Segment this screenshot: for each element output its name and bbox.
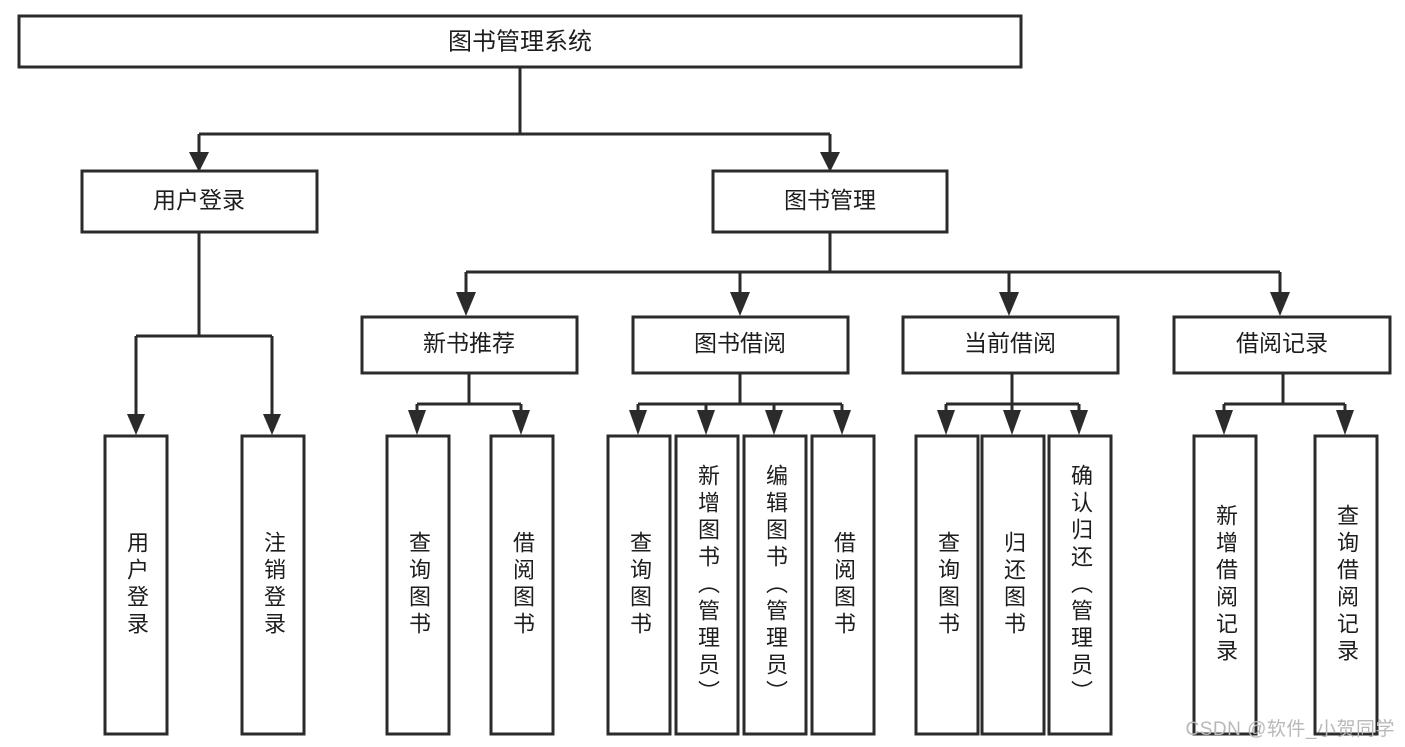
arrowhead-leaf-user-login xyxy=(127,414,145,435)
arrowhead-new-book-recommend xyxy=(456,292,476,316)
leaf-box-user-login[interactable] xyxy=(103,434,169,736)
node-borrow-record-label: 借阅记录 xyxy=(1236,330,1328,356)
leaf-box-record-add[interactable] xyxy=(1192,434,1258,736)
arrowhead-borrow-leaf-1 xyxy=(629,410,647,435)
node-book-management[interactable] xyxy=(711,169,949,234)
node-layer: 图书管理系统 用户登录 图书管理 新书推荐 图书借阅 当前借阅 借阅记录 xyxy=(17,14,1392,736)
node-book-management-label: 图书管理 xyxy=(784,187,876,213)
arrowhead-borrow-leaf-2 xyxy=(697,410,715,435)
arrowhead-current-leaf-1 xyxy=(937,410,955,435)
leaf-box-current-query-book[interactable] xyxy=(914,434,980,736)
leaf-box-borrow-borrow-book[interactable] xyxy=(810,434,876,736)
node-user-login-label: 用户登录 xyxy=(153,187,245,213)
node-user-login[interactable] xyxy=(80,169,319,234)
leaf-box-borrow-add-book[interactable] xyxy=(674,434,740,736)
arrowhead-book-borrow xyxy=(730,292,750,316)
arrowhead-borrow-record xyxy=(1270,292,1290,316)
arrowhead-current-leaf-3 xyxy=(1070,410,1088,435)
leaf-box-borrow-query-book[interactable] xyxy=(606,434,672,736)
node-current-borrow[interactable] xyxy=(901,315,1120,375)
leaf-box-borrow-edit-book[interactable] xyxy=(742,434,808,736)
node-new-book-recommend-label: 新书推荐 xyxy=(423,330,515,356)
arrowhead-recommend-leaf-1 xyxy=(408,410,426,435)
leaf-box-current-return-book[interactable] xyxy=(980,434,1046,736)
arrowhead-book-mgmt xyxy=(820,152,840,172)
arrowhead-record-leaf-1 xyxy=(1215,410,1233,435)
leaf-box-record-query[interactable] xyxy=(1313,434,1379,736)
node-root-label: 图书管理系统 xyxy=(448,28,592,55)
node-book-borrow-label: 图书借阅 xyxy=(694,330,786,356)
arrowhead-user-login xyxy=(189,152,209,172)
leaf-box-logout[interactable] xyxy=(240,434,306,736)
arrowhead-recommend-leaf-2 xyxy=(512,410,530,435)
arrowhead-leaf-logout xyxy=(263,414,281,435)
node-new-book-recommend[interactable] xyxy=(360,315,579,375)
leaf-box-recommend-borrow-book[interactable] xyxy=(489,434,555,736)
connector-layer xyxy=(127,67,1354,435)
arrowhead-current-leaf-2 xyxy=(1003,410,1021,435)
node-borrow-record[interactable] xyxy=(1172,315,1392,375)
leaf-box-recommend-query-book[interactable] xyxy=(385,434,451,736)
arrowhead-record-leaf-2 xyxy=(1336,410,1354,435)
arrowhead-borrow-leaf-3 xyxy=(765,410,783,435)
node-root-book-management-system[interactable] xyxy=(17,14,1023,69)
arrowhead-current-borrow xyxy=(999,292,1019,316)
leaf-box-current-confirm-return[interactable] xyxy=(1047,434,1113,736)
node-current-borrow-label: 当前借阅 xyxy=(964,330,1056,356)
watermark-text: CSDN @软件_小贺同学 xyxy=(1185,719,1395,740)
arrowhead-borrow-leaf-4 xyxy=(833,410,851,435)
node-book-borrow[interactable] xyxy=(631,315,850,375)
